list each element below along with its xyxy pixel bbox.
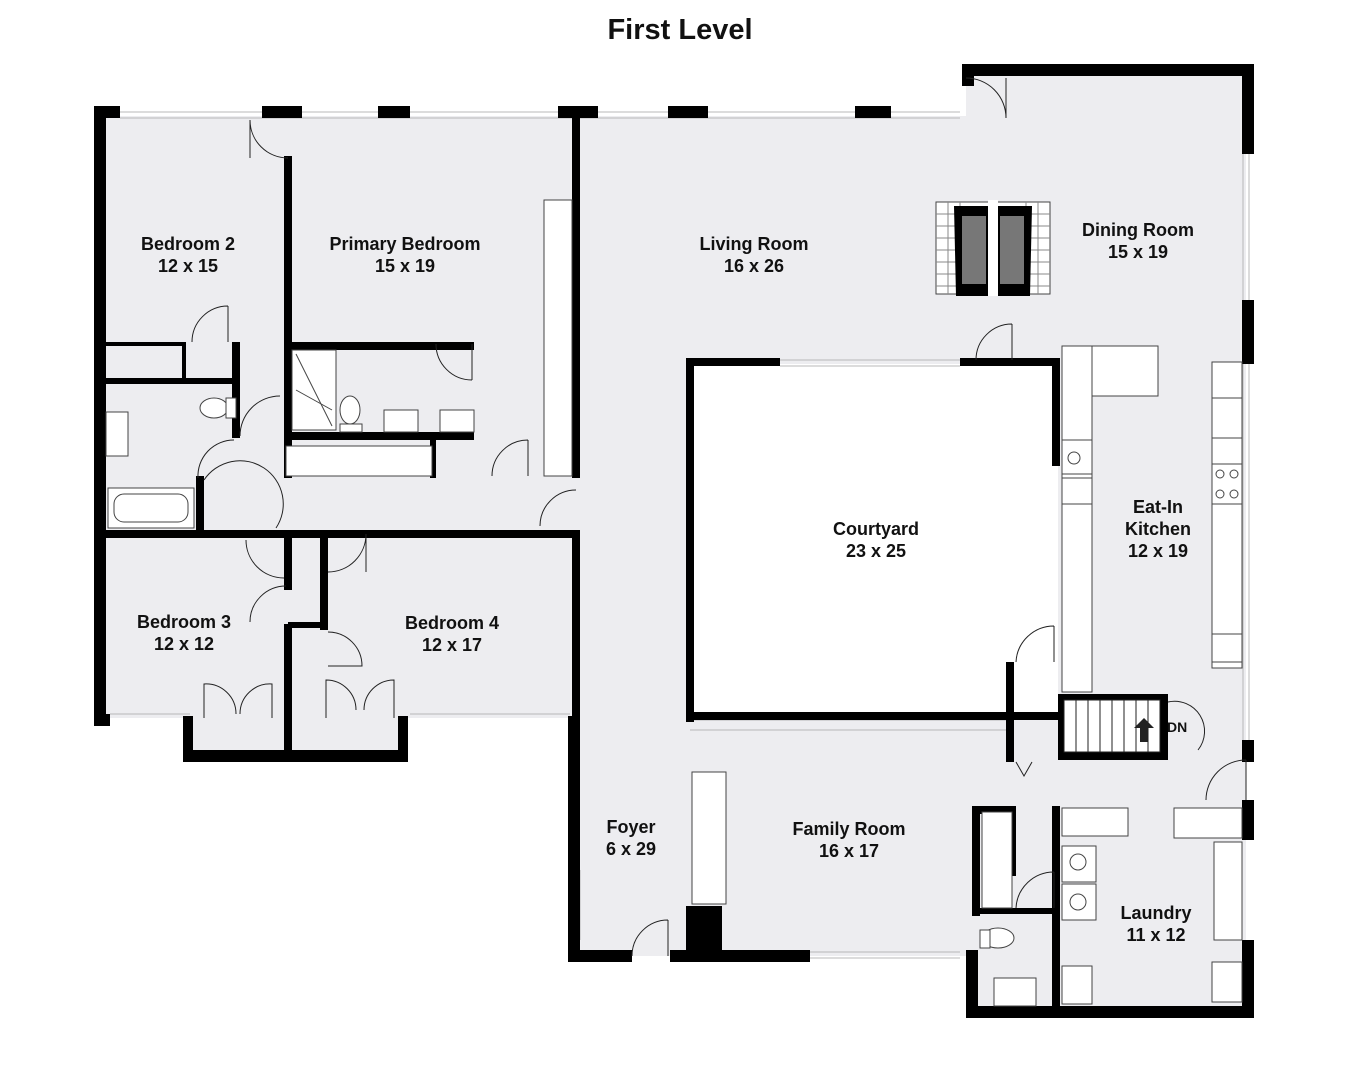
doors — [191, 77, 1247, 957]
room-label-eat-in-kitchen: Eat-In Kitchen 12 x 19 — [1048, 496, 1268, 562]
room-size: 16 x 26 — [723, 256, 785, 276]
walls — [94, 64, 1254, 1018]
staircase — [1063, 699, 1161, 753]
room-name: Foyer — [606, 817, 656, 837]
room-size: 6 x 29 — [605, 839, 657, 859]
room-label-bedroom-4: Bedroom 4 12 x 17 — [342, 612, 562, 656]
fireplace-icon — [935, 200, 1051, 296]
room-name: Living Room — [699, 234, 809, 254]
plan-title: First Level — [607, 14, 753, 46]
room-name: Family Room — [792, 819, 906, 839]
room-name-line2: Kitchen — [1124, 519, 1191, 539]
room-size: 15 x 19 — [1107, 242, 1169, 262]
room-name: Bedroom 3 — [136, 612, 232, 632]
room-size: 12 x 12 — [153, 634, 215, 654]
room-label-bedroom-3: Bedroom 3 12 x 12 — [74, 611, 294, 655]
fixtures — [105, 199, 1243, 1007]
stairs-down-label: DN — [1167, 719, 1188, 735]
room-name: Primary Bedroom — [329, 234, 481, 254]
room-name: Bedroom 4 — [404, 613, 500, 633]
room-size: 16 x 17 — [818, 841, 880, 861]
room-name-line1: Eat-In — [1132, 497, 1183, 517]
room-label-dining-room: Dining Room 15 x 19 — [1028, 219, 1248, 263]
room-label-bedroom-2: Bedroom 2 12 x 15 — [78, 233, 298, 277]
room-name: Bedroom 2 — [140, 234, 236, 254]
room-size: 12 x 19 — [1127, 541, 1189, 561]
room-name: Laundry — [1120, 903, 1192, 923]
room-label-living-room: Living Room 16 x 26 — [644, 233, 864, 277]
room-label-primary-bedroom: Primary Bedroom 15 x 19 — [295, 233, 515, 277]
room-size: 12 x 15 — [157, 256, 219, 276]
room-name: Dining Room — [1082, 220, 1194, 240]
room-size: 23 x 25 — [845, 541, 907, 561]
windows — [110, 111, 1250, 959]
room-label-family-room: Family Room 16 x 17 — [739, 818, 959, 862]
room-label-laundry: Laundry 11 x 12 — [1046, 902, 1266, 946]
room-size: 12 x 17 — [421, 635, 483, 655]
room-size: 15 x 19 — [374, 256, 436, 276]
room-name: Courtyard — [832, 519, 919, 539]
room-label-foyer: Foyer 6 x 29 — [521, 816, 741, 860]
room-label-courtyard: Courtyard 23 x 25 — [766, 518, 986, 562]
room-size: 11 x 12 — [1126, 925, 1186, 945]
